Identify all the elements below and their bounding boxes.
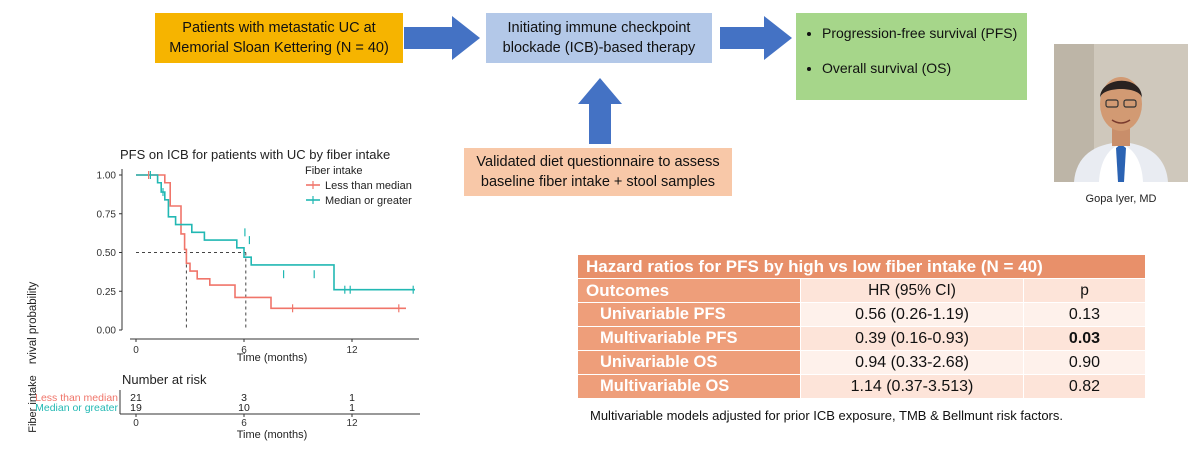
- person-silhouette-icon: [1054, 44, 1188, 182]
- km-chart: PFS on ICB for patients with UC by fiber…: [27, 147, 419, 365]
- km-legend-label-greater: Median or greater: [325, 195, 412, 207]
- portrait-photo: [1054, 44, 1188, 182]
- table-row: Univariable OS 0.94 (0.33-2.68) 0.90: [578, 350, 1146, 375]
- hr-row-label: Multivariable OS: [578, 374, 801, 399]
- risk-ylabel: Fiber intake: [27, 375, 39, 432]
- patients-box: Patients with metastatic UC at Memorial …: [155, 13, 403, 63]
- risk-row-label-less: Less than median: [35, 392, 118, 404]
- hr-row-p: 0.03: [1023, 326, 1146, 351]
- hr-row-hr: 1.14 (0.37-3.513): [800, 374, 1024, 399]
- risk-value: 19: [130, 402, 142, 414]
- km-y-tick-label: 0.25: [97, 287, 117, 298]
- hr-row-label: Univariable OS: [578, 350, 801, 375]
- km-title: PFS on ICB for patients with UC by fiber…: [120, 147, 390, 162]
- patients-line1: Patients with metastatic UC at: [182, 20, 376, 36]
- diet-questionnaire-box: Validated diet questionnaire to assess b…: [464, 148, 732, 196]
- table-row: Multivariable PFS 0.39 (0.16-0.93) 0.03: [578, 326, 1146, 351]
- hr-col-p: p: [1023, 278, 1146, 303]
- icb-line1: Initiating immune checkpoint: [507, 20, 691, 36]
- risk-xlabel: Time (months): [237, 429, 308, 441]
- risk-value: 10: [238, 402, 250, 414]
- risk-values: 21 3 1 19 10 1: [130, 392, 355, 414]
- risk-x-axis: 0 6 12: [133, 414, 358, 429]
- outcomes-box: Progression-free survival (PFS) Overall …: [796, 13, 1027, 100]
- icb-line2: blockade (ICB)-based therapy: [502, 40, 696, 56]
- km-median-lines: [136, 252, 247, 330]
- hr-row-label: Multivariable PFS: [578, 326, 801, 351]
- risk-x-tick-label: 0: [133, 418, 139, 429]
- hr-row-p: 0.90: [1023, 350, 1146, 375]
- km-legend-item-less: Less than median: [306, 180, 412, 192]
- risk-x-tick-label: 12: [346, 418, 358, 429]
- km-legend-item-greater: Median or greater: [306, 195, 412, 207]
- table-row: Univariable PFS 0.56 (0.26-1.19) 0.13: [578, 302, 1146, 327]
- km-x-tick-label: 12: [346, 345, 358, 356]
- risk-x-tick-label: 6: [241, 418, 247, 429]
- patients-line2: Memorial Sloan Kettering (N = 40): [169, 40, 389, 56]
- arrow-right-1-icon: [404, 16, 480, 60]
- km-x-tick-label: 6: [241, 345, 247, 356]
- outcome-pfs: Progression-free survival (PFS): [822, 23, 1027, 43]
- hr-col-hr: HR (95% CI): [800, 278, 1024, 303]
- outcome-os: Overall survival (OS): [822, 58, 1027, 78]
- photo-caption: Gopa Iyer, MD: [1085, 193, 1157, 205]
- arrow-up-icon: [578, 78, 622, 144]
- km-y-tick-label: 0.00: [97, 326, 117, 337]
- km-x-tick-label: 0: [133, 345, 139, 356]
- km-y-tick-label: 0.50: [97, 248, 117, 259]
- hr-row-hr: 0.39 (0.16-0.93): [800, 326, 1024, 351]
- risk-value: 3: [241, 392, 247, 404]
- km-y-tick-label: 1.00: [97, 171, 117, 182]
- hr-col-outcomes: Outcomes: [578, 278, 801, 303]
- risk-row-label-greater: Median or greater: [35, 402, 118, 414]
- diet-line1: Validated diet questionnaire to assess: [476, 154, 720, 170]
- risk-value: 21: [130, 392, 142, 404]
- table-row: Multivariable OS 1.14 (0.37-3.513) 0.82: [578, 374, 1146, 399]
- hr-row-label: Univariable PFS: [578, 302, 801, 327]
- risk-title: Number at risk: [122, 372, 207, 387]
- km-series: [136, 174, 415, 310]
- km-line-greater: [136, 174, 415, 291]
- km-line-less: [136, 174, 406, 310]
- km-legend-title: Fiber intake: [305, 165, 362, 177]
- km-x-axis: 0 6 12: [130, 338, 419, 356]
- hr-row-hr: 0.94 (0.33-2.68): [800, 350, 1024, 375]
- hr-table-title: Hazard ratios for PFS by high vs low fib…: [578, 255, 1146, 279]
- km-censor-marks: [148, 171, 414, 313]
- risk-value: 1: [349, 402, 355, 414]
- risk-table: Number at risk Fiber intake Less than me…: [27, 372, 420, 441]
- km-y-axis: 0.00 0.25 0.50 0.75 1.00: [97, 169, 123, 337]
- icb-box: Initiating immune checkpoint blockade (I…: [486, 13, 712, 63]
- hr-row-hr: 0.56 (0.26-1.19): [800, 302, 1024, 327]
- km-legend-label-less: Less than median: [325, 180, 412, 192]
- hazard-ratio-table: Hazard ratios for PFS by high vs low fib…: [578, 255, 1146, 399]
- diet-line2: baseline fiber intake + stool samples: [480, 174, 716, 190]
- km-xlabel: Time (months): [237, 352, 308, 364]
- hr-row-p: 0.13: [1023, 302, 1146, 327]
- km-ylabel: Survival probability: [27, 281, 39, 365]
- risk-value: 1: [349, 392, 355, 404]
- km-y-tick-label: 0.75: [97, 209, 117, 220]
- hr-footnote: Multivariable models adjusted for prior …: [590, 408, 1063, 423]
- arrow-right-2-icon: [720, 16, 792, 60]
- hr-row-p: 0.82: [1023, 374, 1146, 399]
